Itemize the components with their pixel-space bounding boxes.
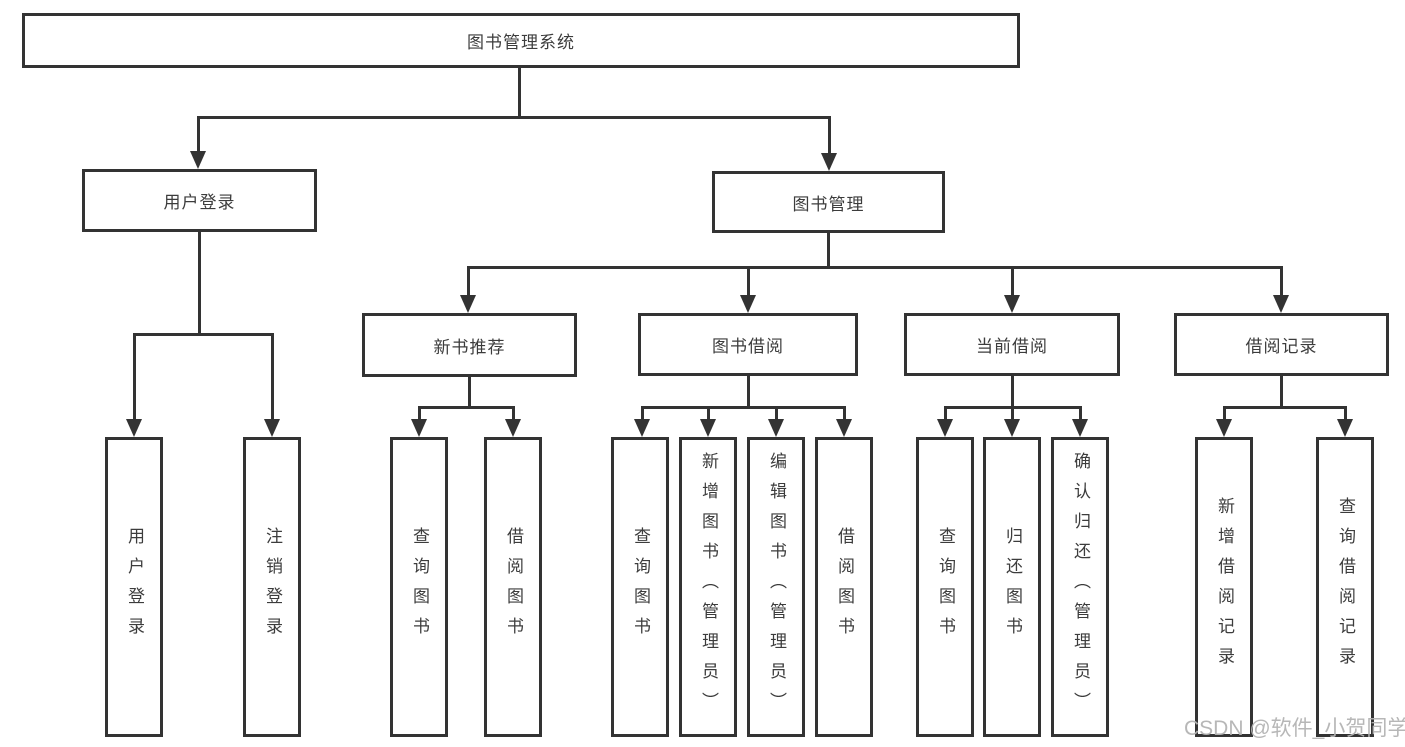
node-borrow-records: 借阅记录 bbox=[1174, 313, 1389, 376]
connector-line bbox=[944, 406, 947, 422]
arrow-down-icon bbox=[700, 419, 716, 437]
leaf-borrow-edit-book-admin-label: 编辑图书（管理员） bbox=[767, 452, 787, 722]
connector-line bbox=[1344, 406, 1347, 422]
leaf-current-confirm-return-admin-label: 确认归还（管理员） bbox=[1071, 452, 1091, 722]
connector-line bbox=[418, 406, 515, 409]
connector-line bbox=[1011, 376, 1014, 409]
connector-line bbox=[641, 406, 846, 409]
node-user-login-label: 用户登录 bbox=[163, 193, 236, 212]
arrow-down-icon bbox=[264, 419, 280, 437]
node-current-borrow: 当前借阅 bbox=[904, 313, 1120, 376]
arrow-down-icon bbox=[1216, 419, 1232, 437]
leaf-current-return-book-label: 归还图书 bbox=[1003, 527, 1023, 647]
arrow-down-icon bbox=[505, 419, 521, 437]
leaf-user-login-label: 用户登录 bbox=[125, 527, 145, 647]
node-book-borrow-label: 图书借阅 bbox=[712, 337, 784, 356]
leaf-records-add-record-label: 新增借阅记录 bbox=[1215, 497, 1235, 677]
connector-line bbox=[747, 266, 750, 297]
connector-line bbox=[747, 376, 750, 409]
arrow-down-icon bbox=[836, 419, 852, 437]
connector-line bbox=[1223, 406, 1347, 409]
arrow-down-icon bbox=[1337, 419, 1353, 437]
connector-line bbox=[641, 406, 644, 422]
leaf-newbooks-borrow-book: 借阅图书 bbox=[484, 437, 542, 737]
node-borrow-records-label: 借阅记录 bbox=[1245, 337, 1318, 356]
leaf-newbooks-query-book-label: 查询图书 bbox=[410, 527, 430, 647]
arrow-down-icon bbox=[821, 153, 837, 171]
arrow-down-icon bbox=[1004, 295, 1020, 313]
connector-line bbox=[1079, 406, 1082, 422]
connector-line bbox=[828, 116, 831, 154]
connector-line bbox=[1011, 266, 1014, 297]
leaf-borrow-query-book: 查询图书 bbox=[611, 437, 669, 737]
connector-line bbox=[133, 333, 274, 336]
connector-line bbox=[843, 406, 846, 422]
arrow-down-icon bbox=[937, 419, 953, 437]
connector-line bbox=[1280, 376, 1283, 409]
connector-line bbox=[467, 266, 1283, 269]
leaf-current-confirm-return-admin: 确认归还（管理员） bbox=[1051, 437, 1109, 737]
arrow-down-icon bbox=[1004, 419, 1020, 437]
leaf-borrow-borrow-book: 借阅图书 bbox=[815, 437, 873, 737]
connector-line bbox=[197, 116, 831, 119]
connector-line bbox=[133, 333, 136, 421]
connector-line bbox=[198, 232, 201, 336]
leaf-borrow-borrow-book-label: 借阅图书 bbox=[835, 527, 855, 647]
connector-line bbox=[271, 333, 274, 421]
leaf-newbooks-borrow-book-label: 借阅图书 bbox=[504, 527, 524, 647]
node-new-book-recommend-label: 新书推荐 bbox=[433, 337, 506, 357]
leaf-logout: 注销登录 bbox=[243, 437, 301, 737]
connector-line bbox=[418, 406, 421, 422]
arrow-down-icon bbox=[460, 295, 476, 313]
arrow-down-icon bbox=[126, 419, 142, 437]
leaf-records-add-record: 新增借阅记录 bbox=[1195, 437, 1253, 737]
leaf-records-query-record: 查询借阅记录 bbox=[1316, 437, 1374, 737]
connector-line bbox=[468, 376, 471, 409]
connector-line bbox=[467, 266, 470, 297]
csdn-watermark: CSDN @软件_小贺同学 bbox=[1184, 717, 1405, 740]
root-node-library-system: 图书管理系统 bbox=[22, 13, 1020, 68]
arrow-down-icon bbox=[634, 419, 650, 437]
connector-line bbox=[518, 68, 521, 119]
leaf-borrow-add-book-admin: 新增图书（管理员） bbox=[679, 437, 737, 737]
leaf-current-query-book-label: 查询图书 bbox=[936, 527, 956, 647]
leaf-user-login: 用户登录 bbox=[105, 437, 163, 737]
arrow-down-icon bbox=[740, 295, 756, 313]
arrow-down-icon bbox=[768, 419, 784, 437]
connector-line bbox=[197, 116, 200, 152]
connector-line bbox=[775, 406, 778, 422]
leaf-records-query-record-label: 查询借阅记录 bbox=[1336, 497, 1356, 677]
connector-line bbox=[1223, 406, 1226, 422]
connector-line bbox=[707, 406, 710, 422]
leaf-borrow-add-book-admin-label: 新增图书（管理员） bbox=[699, 452, 719, 722]
arrow-down-icon bbox=[190, 151, 206, 169]
node-new-book-recommend: 新书推荐 bbox=[362, 313, 577, 377]
leaf-newbooks-query-book: 查询图书 bbox=[390, 437, 448, 737]
root-node-label: 图书管理系统 bbox=[467, 33, 575, 52]
node-book-management: 图书管理 bbox=[712, 171, 945, 233]
node-user-login: 用户登录 bbox=[82, 169, 317, 232]
leaf-current-return-book: 归还图书 bbox=[983, 437, 1041, 737]
connector-line bbox=[512, 406, 515, 422]
arrow-down-icon bbox=[1072, 419, 1088, 437]
leaf-current-query-book: 查询图书 bbox=[916, 437, 974, 737]
connector-line bbox=[1280, 266, 1283, 297]
leaf-borrow-query-book-label: 查询图书 bbox=[631, 527, 651, 647]
leaf-borrow-edit-book-admin: 编辑图书（管理员） bbox=[747, 437, 805, 737]
node-book-management-label: 图书管理 bbox=[792, 194, 865, 214]
connector-line bbox=[827, 233, 830, 269]
node-current-borrow-label: 当前借阅 bbox=[976, 337, 1048, 356]
connector-line bbox=[1011, 406, 1014, 422]
node-book-borrow: 图书借阅 bbox=[638, 313, 858, 376]
arrow-down-icon bbox=[1273, 295, 1289, 313]
leaf-logout-label: 注销登录 bbox=[263, 527, 283, 647]
arrow-down-icon bbox=[411, 419, 427, 437]
